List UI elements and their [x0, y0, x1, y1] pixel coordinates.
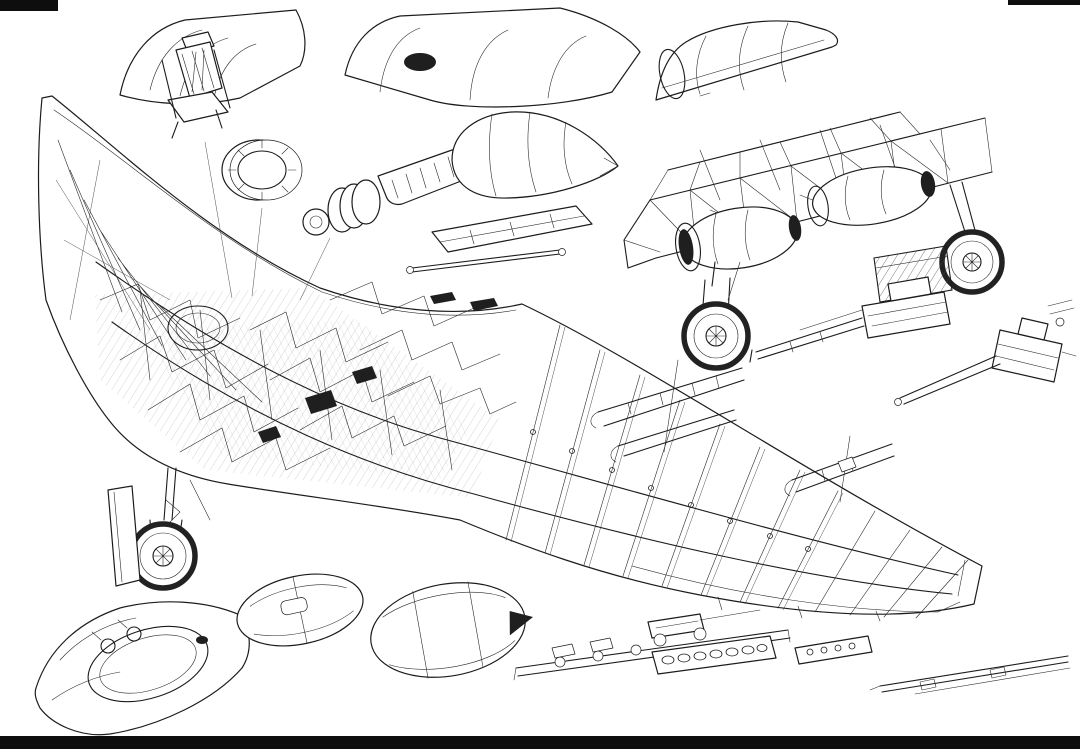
equipment-box — [258, 426, 281, 443]
pilot-seat — [161, 31, 231, 139]
center-framework-hatch-2 — [140, 320, 470, 480]
rocket-launcher-grid — [651, 635, 777, 675]
jet-intakes — [430, 292, 498, 311]
wing-ribs — [55, 139, 969, 619]
gun-port — [126, 626, 142, 642]
elevon-hinge-line — [631, 565, 961, 622]
center-framework — [99, 281, 517, 471]
main-landing-wheel — [939, 181, 1005, 295]
cockpit-canopy — [655, 20, 839, 101]
wing-spars — [95, 261, 959, 595]
skin-panel-center — [344, 7, 641, 108]
seat-pan — [167, 91, 229, 123]
engine-nacelle-tailpipe — [451, 111, 619, 199]
gear-door — [107, 485, 141, 587]
tank-hatch — [280, 597, 308, 616]
gun-port — [100, 638, 116, 654]
bottom-frame-bar — [0, 736, 1080, 749]
truss-engine-port — [675, 206, 802, 272]
center-section-nose-wheel — [681, 261, 751, 371]
center-section-truss — [623, 111, 1005, 371]
equipment-box — [305, 390, 337, 414]
tank-tail-opening — [509, 611, 534, 636]
autocannon-upper — [749, 276, 951, 363]
cockpit-ring — [167, 305, 229, 351]
flap-actuator-rod — [406, 248, 566, 274]
weapon-rail-right — [794, 635, 1071, 695]
weapon-rail-left — [513, 609, 791, 681]
equipment-box — [352, 366, 377, 384]
truss-engine-starboard — [807, 166, 936, 227]
panel-vent-opening — [404, 53, 436, 71]
top-right-frame-bar — [1008, 0, 1080, 5]
spar-joint-detail-lower — [784, 435, 895, 503]
seat-back — [175, 41, 223, 99]
nose-landing-gear — [107, 467, 211, 591]
autocannon-lower — [894, 299, 1077, 406]
flap-panel — [431, 205, 593, 253]
top-left-frame-bar — [0, 0, 58, 11]
assembly-leader-lines — [204, 141, 331, 301]
drop-tank-small — [236, 573, 364, 647]
engine-intake-ring — [221, 139, 303, 201]
flying-wing-airframe — [37, 95, 983, 615]
drop-tank-large — [370, 581, 534, 679]
spar-joint-detail-upper — [590, 359, 745, 463]
canopy-front-hoop — [658, 48, 686, 100]
nose-cowling — [34, 601, 250, 736]
